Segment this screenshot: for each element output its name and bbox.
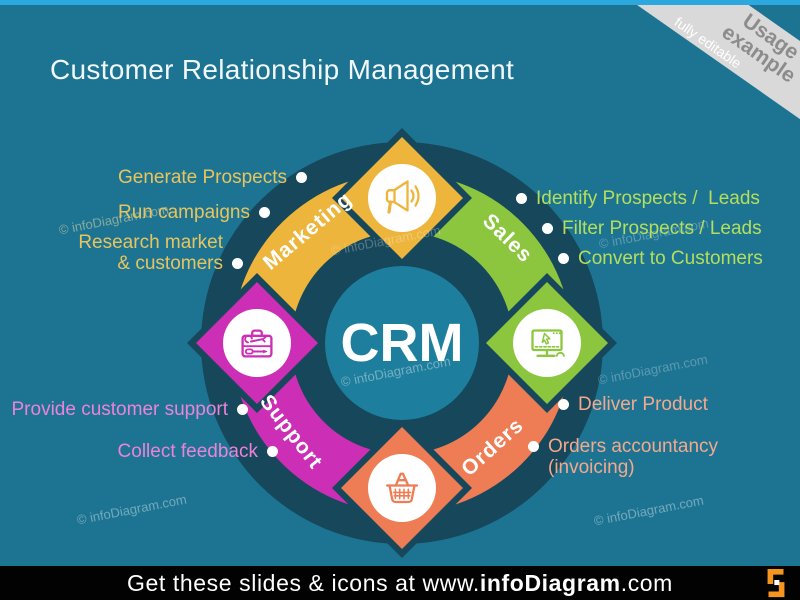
marketing-item-text: Generate Prospects [118,167,287,188]
bullet-dot [542,223,553,234]
bullet-dot [259,207,270,218]
bullet-dot [237,404,248,415]
sales-item: Filter Prospects / Leads [542,218,762,239]
shopping-basket-icon [385,472,419,504]
page-title: Customer Relationship Management [50,54,515,85]
segment-icon-circle-support [223,309,291,377]
footer-brand: infoDiagram [479,569,621,596]
monitor-cursor-icon [531,329,565,357]
support-item-text: Provide customer support [11,399,229,420]
center-crm-label: CRM [341,313,464,373]
orders-item-text: Deliver Product [578,394,708,415]
bullet-dot [232,258,243,269]
center-circle [325,266,479,420]
bullet-dot [558,253,569,264]
marketing-item: Run campaigns [118,202,270,223]
marketing-item-text: Research market & customers [78,232,223,274]
support-item: Collect feedback [118,441,278,462]
support-item: Provide customer support [11,399,248,420]
bullet-dot [558,399,569,410]
sales-item: Identify Prospects / Leads [516,188,760,209]
bullet-dot [516,193,527,204]
sales-item-text: Convert to Customers [578,248,763,269]
support-item-text: Collect feedback [117,441,258,462]
marketing-item-text: Run campaigns [117,202,250,223]
infodiagram-logo [767,568,785,598]
bullet-dot [296,172,307,183]
marketing-item: Research market & customers [78,232,243,274]
orders-item: Deliver Product [558,394,708,415]
megaphone-icon [385,180,420,214]
marketing-item: Generate Prospects [118,167,307,188]
footer-link[interactable]: www.infoDiagram.com [422,569,673,596]
toolbox-icon [241,329,273,358]
orders-item: Orders accountancy (invoicing) [528,436,718,478]
sales-item-text: Filter Prospects / Leads [562,218,762,239]
footer-bar: Get these slides & icons at www.infoDiag… [0,566,800,600]
segment-icon-circle-orders [368,454,436,522]
bullet-dot [528,441,539,452]
segment-icon-circle-marketing [368,164,436,232]
top-accent-bar [0,0,800,5]
bullet-dot [267,446,278,457]
orders-item-text: Orders accountancy (invoicing) [548,436,719,478]
footer-text: Get these slides & icons at www.infoDiag… [127,569,673,596]
sales-item-text: Identify Prospects / Leads [536,188,760,209]
sales-item: Convert to Customers [558,248,763,269]
